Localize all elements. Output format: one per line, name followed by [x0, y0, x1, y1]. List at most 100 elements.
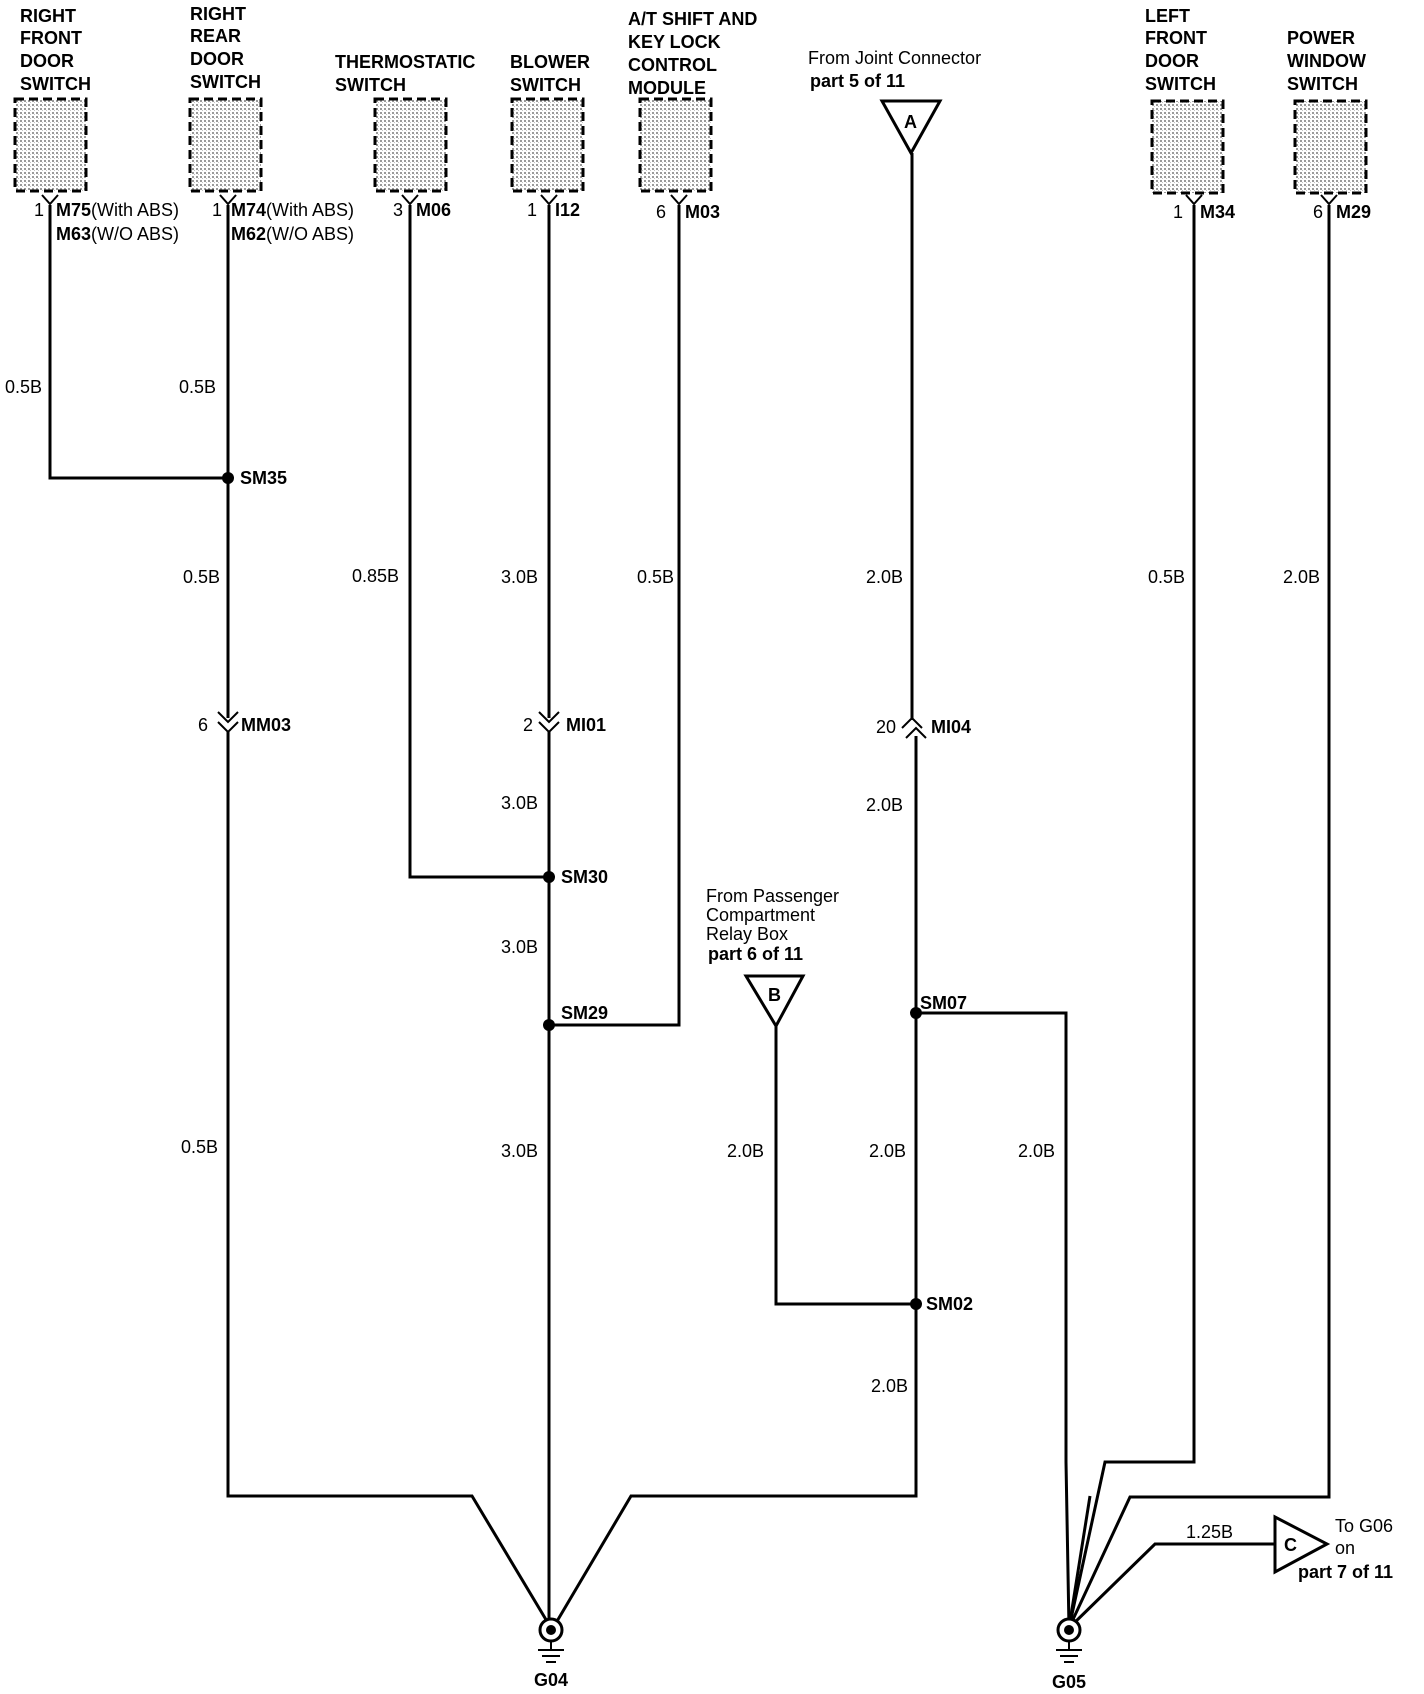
- alt-connector-label: M63(W/O ABS): [56, 224, 179, 244]
- title-line: REAR: [190, 26, 241, 46]
- pin-chevron: [540, 194, 558, 206]
- connector-label: M75(With ABS): [56, 200, 179, 220]
- wire-label: 0.85B: [352, 566, 399, 586]
- pin-number: 3: [393, 200, 403, 220]
- title-line: SWITCH: [335, 75, 406, 95]
- splice-sm30[interactable]: SM30: [543, 867, 608, 887]
- wire-label: 3.0B: [501, 937, 538, 957]
- ground-g05[interactable]: G05: [1052, 1617, 1086, 1692]
- splice-dot-icon: [910, 1007, 922, 1019]
- splice-sm02[interactable]: SM02: [910, 1294, 973, 1314]
- pin-chevron: [41, 194, 59, 206]
- ref-c-text: on: [1335, 1538, 1355, 1558]
- alt-connector-label: M62(W/O ABS): [231, 224, 354, 244]
- wire-sm07-g05: [916, 1011, 1071, 1629]
- title-line: WINDOW: [1287, 51, 1366, 71]
- blower-switch[interactable]: BLOWER SWITCH 1 I12: [510, 52, 590, 220]
- connector-name: MI04: [931, 717, 971, 737]
- title-line: FRONT: [1145, 28, 1207, 48]
- at-shift-key-lock-control-module[interactable]: A/T SHIFT AND KEY LOCK CONTROL MODULE 6 …: [628, 9, 757, 222]
- ref-c-letter: C: [1284, 1535, 1297, 1555]
- wire-label: 2.0B: [1018, 1141, 1055, 1161]
- ref-b-letter: B: [768, 985, 781, 1005]
- wire-label: 0.5B: [637, 567, 674, 587]
- wire-label: 3.0B: [501, 1141, 538, 1161]
- connector-pin: 2: [523, 715, 533, 735]
- wire-label: 2.0B: [866, 795, 903, 815]
- splice-label: SM35: [240, 468, 287, 488]
- pin-number: 6: [656, 202, 666, 222]
- wire-g05-fan: [1067, 1495, 1092, 1629]
- connector-label: M29: [1336, 202, 1371, 222]
- splice-sm07[interactable]: SM07: [910, 993, 967, 1019]
- title-line: DOOR: [20, 51, 74, 71]
- power-window-switch[interactable]: POWER WINDOW SWITCH 6 M29: [1287, 28, 1371, 222]
- component-box: [1293, 99, 1368, 195]
- splice-dot-icon: [543, 871, 555, 883]
- splice-dot-icon: [222, 472, 234, 484]
- component-box: [188, 97, 263, 193]
- ref-b-triangle-icon: [743, 974, 806, 1030]
- ground-label: G04: [534, 1670, 568, 1690]
- pin-chevron: [401, 194, 419, 206]
- ref-b-text: From Passenger: [706, 886, 839, 906]
- wire-mm03-lower: [226, 732, 553, 1629]
- right-rear-door-switch[interactable]: RIGHT REAR DOOR SWITCH 1 M74(With ABS) M…: [188, 4, 354, 244]
- wire-label: 0.5B: [1148, 567, 1185, 587]
- splice-sm29[interactable]: SM29: [543, 1003, 608, 1031]
- ref-c-to-g06[interactable]: C To G06 on part 7 of 11: [1273, 1514, 1393, 1582]
- component-box: [638, 97, 713, 193]
- right-front-door-switch[interactable]: RIGHT FRONT DOOR SWITCH 1 M75(With ABS) …: [13, 6, 179, 244]
- component-box: [1150, 99, 1225, 195]
- wire-label: 0.5B: [5, 377, 42, 397]
- ref-b-from-passenger-relay-box[interactable]: From Passenger Compartment Relay Box par…: [706, 886, 839, 1030]
- ground-g04[interactable]: G04: [534, 1617, 568, 1690]
- title-line: POWER: [1287, 28, 1355, 48]
- wire-thermostatic: [408, 205, 549, 879]
- title-line: DOOR: [1145, 51, 1199, 71]
- thermostatic-switch[interactable]: THERMOSTATIC SWITCH 3 M06: [335, 52, 475, 220]
- left-front-door-switch[interactable]: LEFT FRONT DOOR SWITCH 1 M34: [1145, 6, 1235, 222]
- wire-label: 2.0B: [727, 1141, 764, 1161]
- wire-label: 3.0B: [501, 567, 538, 587]
- ref-c-part: part 7 of 11: [1298, 1562, 1393, 1582]
- wire-label: 0.5B: [183, 567, 220, 587]
- connector-label: I12: [555, 200, 580, 220]
- title-line: DOOR: [190, 49, 244, 69]
- connector-mi01[interactable]: 2 MI01: [523, 711, 606, 735]
- connector-mm03[interactable]: 6 MM03: [198, 711, 291, 735]
- wire-g05-c: [1067, 1542, 1275, 1630]
- pin-chevron: [219, 194, 237, 206]
- connector-mi04[interactable]: 20 MI04: [876, 716, 971, 739]
- ref-b-part: part 6 of 11: [708, 944, 803, 964]
- title-line: SWITCH: [1287, 74, 1358, 94]
- connector-label: M34: [1200, 202, 1235, 222]
- wire-power-window: [1067, 205, 1331, 1629]
- connector-chevron-icon: [217, 711, 239, 724]
- ref-a-from-joint-connector[interactable]: From Joint Connector part 5 of 11 A: [808, 48, 981, 157]
- title-line: RIGHT: [190, 4, 246, 24]
- ref-b-text: Relay Box: [706, 924, 788, 944]
- wire-ref-b: [774, 1026, 916, 1306]
- component-box: [373, 97, 448, 193]
- connector-name: MM03: [241, 715, 291, 735]
- splice-label: SM02: [926, 1294, 973, 1314]
- title-line: LEFT: [1145, 6, 1190, 26]
- wiring: [48, 153, 1331, 1630]
- title-line: MODULE: [628, 78, 706, 98]
- splice-label: SM30: [561, 867, 608, 887]
- ref-c-text: To G06: [1335, 1516, 1393, 1536]
- connector-name: MI01: [566, 715, 606, 735]
- pin-chevron: [1320, 194, 1338, 206]
- title-line: FRONT: [20, 28, 82, 48]
- title-line: SWITCH: [1145, 74, 1216, 94]
- wire-left-front-door: [1067, 205, 1196, 1629]
- ground-symbol-icon: [538, 1641, 564, 1663]
- connector-chevron-icon: [217, 721, 239, 734]
- wire-right-front-door: [48, 205, 228, 480]
- connector-chevron-icon: [905, 726, 927, 739]
- splice-sm35[interactable]: SM35: [222, 468, 287, 488]
- pin-number: 6: [1313, 202, 1323, 222]
- pin-number: 1: [212, 200, 222, 220]
- component-box: [13, 97, 88, 193]
